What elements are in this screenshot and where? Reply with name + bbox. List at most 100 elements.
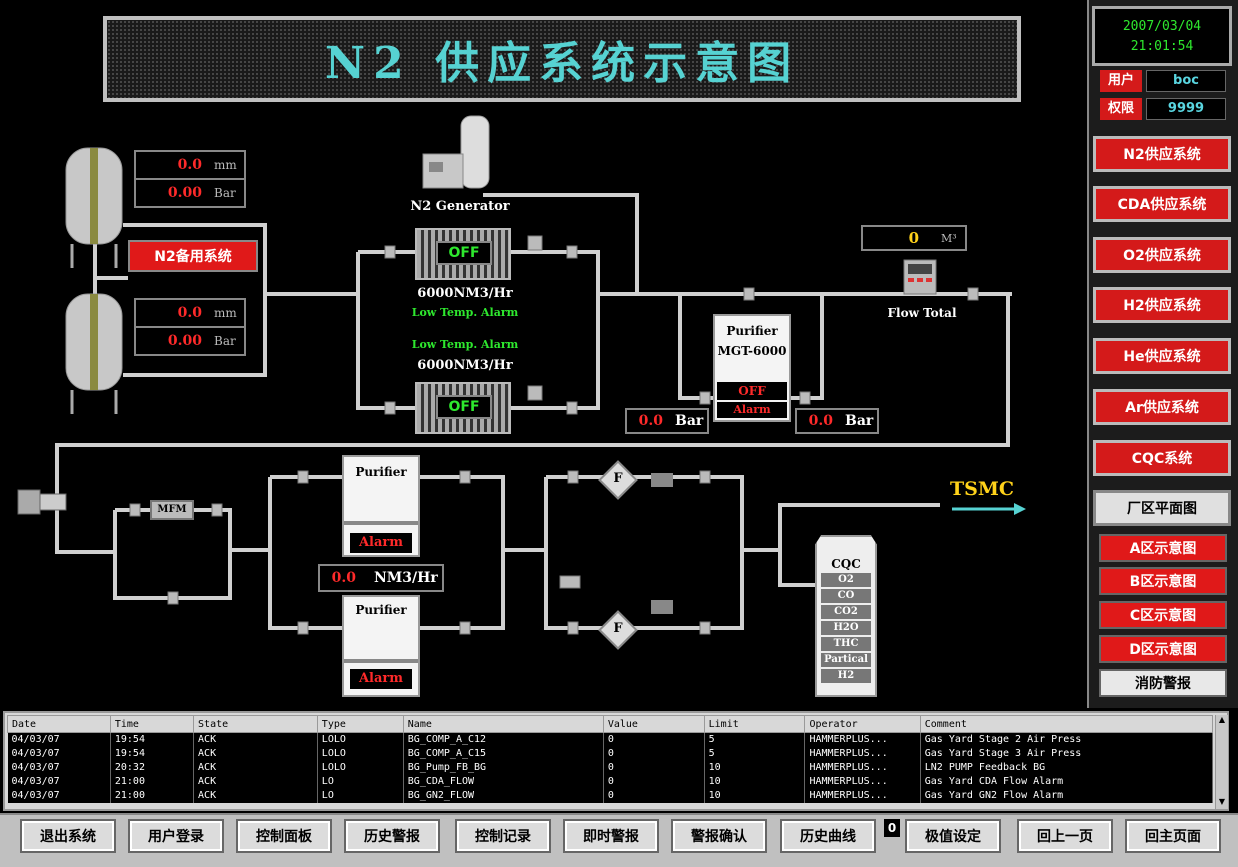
log-column-header[interactable]: Date <box>7 715 111 733</box>
log-cell: HAMMERPLUS... <box>804 775 921 789</box>
purifier-mgt-line2: MGT-6000 <box>717 344 787 358</box>
tank-2-level: 0.0 <box>177 305 202 321</box>
log-cell: 19:54 <box>110 732 195 747</box>
log-column-header[interactable]: Time <box>109 715 195 733</box>
flow-rate-display: 0.0 NM3/Hr <box>318 564 444 592</box>
log-column-header[interactable]: Type <box>316 715 404 733</box>
flow-total-unit: M³ <box>941 231 957 245</box>
purifier-mgt[interactable]: Purifier MGT-6000 OFF Alarm <box>713 314 791 422</box>
tank-2-pressure-unit: Bar <box>214 334 236 348</box>
log-cell: 04/03/07 <box>7 789 111 803</box>
filter-top-label: F <box>613 471 623 486</box>
previous-page-button[interactable]: 回上一页 <box>1017 819 1113 853</box>
n2-backup-button[interactable]: N2备用系统 <box>128 240 258 272</box>
cqc-item: THC <box>821 637 871 651</box>
control-panel-button[interactable]: 控制面板 <box>236 819 332 853</box>
tank-1-pressure-unit: Bar <box>214 186 236 200</box>
generator-unit-2-capacity: 6000NM3/Hr <box>417 358 513 373</box>
log-cell: BG_Pump_FB_BG <box>403 761 604 775</box>
nav-plant-map[interactable]: 厂区平面图 <box>1093 490 1231 526</box>
nav-area-c[interactable]: C区示意图 <box>1099 601 1227 629</box>
flow-rate-unit: NM3/Hr <box>374 570 438 586</box>
log-column-header[interactable]: Limit <box>703 715 806 733</box>
mgt-inlet-pressure-value: 0.0 <box>638 413 663 429</box>
nav-h2-system[interactable]: H2供应系统 <box>1093 287 1231 323</box>
log-scrollbar[interactable]: ▲ ▼ <box>1215 715 1228 809</box>
tank-1-icon <box>65 147 123 268</box>
log-cell: 20:32 <box>110 761 195 775</box>
scroll-down-icon[interactable]: ▼ <box>1218 797 1226 806</box>
purifier-b[interactable]: Purifier Alarm <box>342 595 420 697</box>
nav-cqc-system[interactable]: CQC系统 <box>1093 440 1231 476</box>
log-cell: 04/03/07 <box>7 761 111 775</box>
log-cell: HAMMERPLUS... <box>804 789 921 803</box>
generator-unit-2-alarm: Low Temp. Alarm <box>411 338 519 351</box>
log-cell: 04/03/07 <box>7 732 111 747</box>
mgt-outlet-pressure-unit: Bar <box>845 413 874 429</box>
nav-ar-system[interactable]: Ar供应系统 <box>1093 389 1231 425</box>
log-cell: BG_GN2_FLOW <box>403 789 604 803</box>
cqc-item: H2 <box>821 669 871 683</box>
log-cell: 5 <box>704 747 806 761</box>
history-trend-button[interactable]: 历史曲线 <box>780 819 876 853</box>
nav-area-b[interactable]: B区示意图 <box>1099 567 1227 595</box>
limit-setting-button[interactable]: 极值设定 <box>905 819 1001 853</box>
log-cell: LO <box>317 775 404 789</box>
nav-n2-system[interactable]: N2供应系统 <box>1093 136 1231 172</box>
log-cell: ACK <box>193 747 318 761</box>
exit-system-button[interactable]: 退出系统 <box>20 819 116 853</box>
home-page-button[interactable]: 回主页面 <box>1125 819 1221 853</box>
flow-meter-icon <box>903 259 937 295</box>
log-cell: 10 <box>704 789 806 803</box>
history-alarm-button[interactable]: 历史警报 <box>344 819 440 853</box>
log-cell: 0 <box>603 732 705 747</box>
mgt-outlet-pressure-value: 0.0 <box>808 413 833 429</box>
log-cell: 04/03/07 <box>7 775 111 789</box>
mgt-inlet-pressure: 0.0 Bar <box>625 408 709 434</box>
nav-area-a[interactable]: A区示意图 <box>1099 534 1227 562</box>
log-cell: 0 <box>603 747 705 761</box>
log-cell: Gas Yard Stage 2 Air Press <box>920 732 1214 747</box>
log-cell: LOLO <box>317 761 404 775</box>
control-log-button[interactable]: 控制记录 <box>455 819 551 853</box>
nav-cda-system[interactable]: CDA供应系统 <box>1093 186 1231 222</box>
purifier-b-label: Purifier <box>355 603 407 617</box>
log-cell: BG_COMP_A_C15 <box>403 747 604 761</box>
filter-bottom-label: F <box>613 621 623 636</box>
alarm-ack-button[interactable]: 警报确认 <box>671 819 767 853</box>
fire-alarm-button[interactable]: 消防警报 <box>1099 669 1227 697</box>
log-column-header[interactable]: Name <box>402 715 604 733</box>
scroll-up-icon[interactable]: ▲ <box>1218 715 1226 724</box>
generator-unit-1-state[interactable]: OFF <box>436 241 492 265</box>
user-login-button[interactable]: 用户登录 <box>128 819 224 853</box>
log-column-header[interactable]: Value <box>602 715 705 733</box>
tank-1-pressure: 0.00 <box>167 185 202 201</box>
nav-area-d[interactable]: D区示意图 <box>1099 635 1227 663</box>
log-cell: Gas Yard CDA Flow Alarm <box>920 775 1214 789</box>
permission-label: 权限 <box>1100 98 1142 120</box>
log-column-header[interactable]: State <box>193 715 318 733</box>
log-column-header[interactable]: Operator <box>804 715 921 733</box>
cqc-item: O2 <box>821 573 871 587</box>
log-cell: LOLO <box>317 747 404 761</box>
tank-1-readout: 0.0 mm 0.00 Bar <box>134 150 246 208</box>
nav-o2-system[interactable]: O2供应系统 <box>1093 237 1231 273</box>
log-column-header[interactable]: Comment <box>919 715 1214 733</box>
tank-2-icon <box>65 293 123 414</box>
tank-1-level-unit: mm <box>214 158 237 172</box>
nav-he-system[interactable]: He供应系统 <box>1093 338 1231 374</box>
purifier-a[interactable]: Purifier Alarm <box>342 455 420 557</box>
mgt-outlet-pressure: 0.0 Bar <box>795 408 879 434</box>
generator-unit-2-state[interactable]: OFF <box>436 395 492 419</box>
log-cell: HAMMERPLUS... <box>804 732 921 747</box>
log-cell: HAMMERPLUS... <box>804 761 921 775</box>
clock-time: 21:01:54 <box>1130 39 1194 54</box>
log-cell: BG_CDA_FLOW <box>403 775 604 789</box>
realtime-alarm-button[interactable]: 即时警报 <box>563 819 659 853</box>
